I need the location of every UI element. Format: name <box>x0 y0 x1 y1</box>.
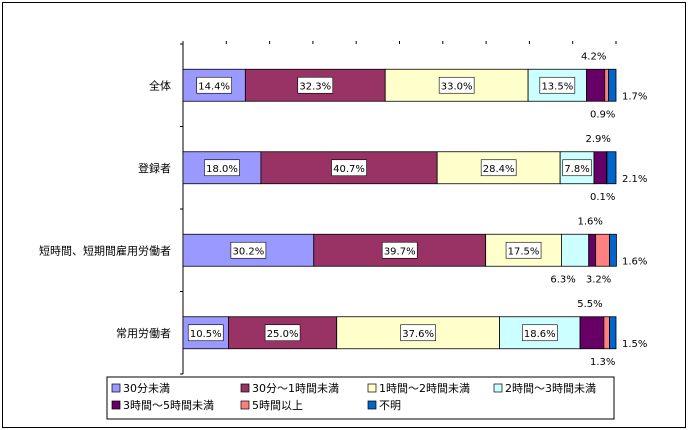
bar-segment <box>595 233 610 267</box>
bar-segment <box>588 233 597 267</box>
data-label: 13.5% <box>541 81 573 92</box>
legend-label: 30分未満 <box>123 382 170 395</box>
data-label: 7.8% <box>564 164 589 175</box>
bar-segment <box>609 233 617 267</box>
data-label: 0.9% <box>590 109 615 120</box>
legend-label: 30分～1時間未満 <box>252 382 339 395</box>
legend-swatch <box>111 400 121 410</box>
bar-segment <box>586 68 606 102</box>
legend-swatch <box>240 400 250 410</box>
data-label-box <box>400 324 436 342</box>
data-label-box <box>521 324 558 342</box>
data-label: 5.5% <box>577 299 602 310</box>
data-label-box <box>297 76 334 94</box>
category-label: 登録者 <box>138 161 171 175</box>
data-label: 17.5% <box>508 246 540 257</box>
data-label: 1.6% <box>577 216 602 227</box>
legend-swatch <box>240 383 250 393</box>
legend-label: 3時間～5時間未満 <box>123 399 214 412</box>
bar-segment <box>606 151 617 185</box>
data-label-box <box>480 159 517 177</box>
legend-swatch <box>111 383 121 393</box>
legend-swatch <box>493 383 503 393</box>
data-label: 33.0% <box>441 81 473 92</box>
legend-swatch <box>367 383 377 393</box>
category-label: 常用労働者 <box>116 326 171 340</box>
legend-label: 1時間～2時間未満 <box>379 382 470 395</box>
data-label: 18.0% <box>206 164 238 175</box>
legend-label: 5時間以上 <box>252 399 303 412</box>
data-label-box <box>562 159 592 177</box>
legend-swatch <box>367 400 377 410</box>
bar-segment <box>609 316 617 350</box>
data-label: 1.6% <box>622 256 647 267</box>
data-label: 39.7% <box>384 246 416 257</box>
data-label: 0.1% <box>590 192 615 203</box>
data-label: 2.1% <box>622 174 647 185</box>
bar-segment <box>604 68 610 102</box>
legend-label: 2時間～3時間未満 <box>505 382 596 395</box>
data-label: 1.5% <box>622 339 647 350</box>
bar-segment <box>593 151 607 185</box>
data-label-box <box>331 159 367 177</box>
data-label: 32.3% <box>299 81 331 92</box>
data-label-box <box>438 76 475 94</box>
data-label: 37.6% <box>402 329 434 340</box>
data-label-box <box>187 324 224 342</box>
category-label: 全体 <box>149 78 171 92</box>
bar-segment <box>579 316 605 350</box>
data-label-box <box>505 241 542 259</box>
data-label-box <box>381 241 418 259</box>
bar-segment <box>608 68 617 102</box>
data-label: 1.7% <box>622 91 647 102</box>
legend-box <box>106 376 615 420</box>
data-label: 14.4% <box>198 81 230 92</box>
data-label: 25.0% <box>267 329 299 340</box>
category-label: 短時間、短期間雇用労働者 <box>39 243 171 257</box>
data-label: 40.7% <box>333 164 365 175</box>
data-label: 4.2% <box>581 51 606 62</box>
data-label-box <box>196 76 232 94</box>
data-label: 1.3% <box>590 357 615 368</box>
data-label: 28.4% <box>483 164 515 175</box>
data-label-box <box>230 241 267 259</box>
bar-segment <box>603 316 610 350</box>
data-label: 3.2% <box>586 274 611 285</box>
data-label: 30.2% <box>232 246 264 257</box>
data-label-box <box>264 324 301 342</box>
data-label: 6.3% <box>550 274 575 285</box>
data-label: 2.9% <box>585 134 610 145</box>
data-label-box <box>539 76 576 94</box>
data-label: 10.5% <box>190 329 222 340</box>
legend-label: 不明 <box>379 399 401 412</box>
data-label: 18.6% <box>524 329 556 340</box>
data-label-box <box>204 159 240 177</box>
bar-segment <box>561 233 590 267</box>
